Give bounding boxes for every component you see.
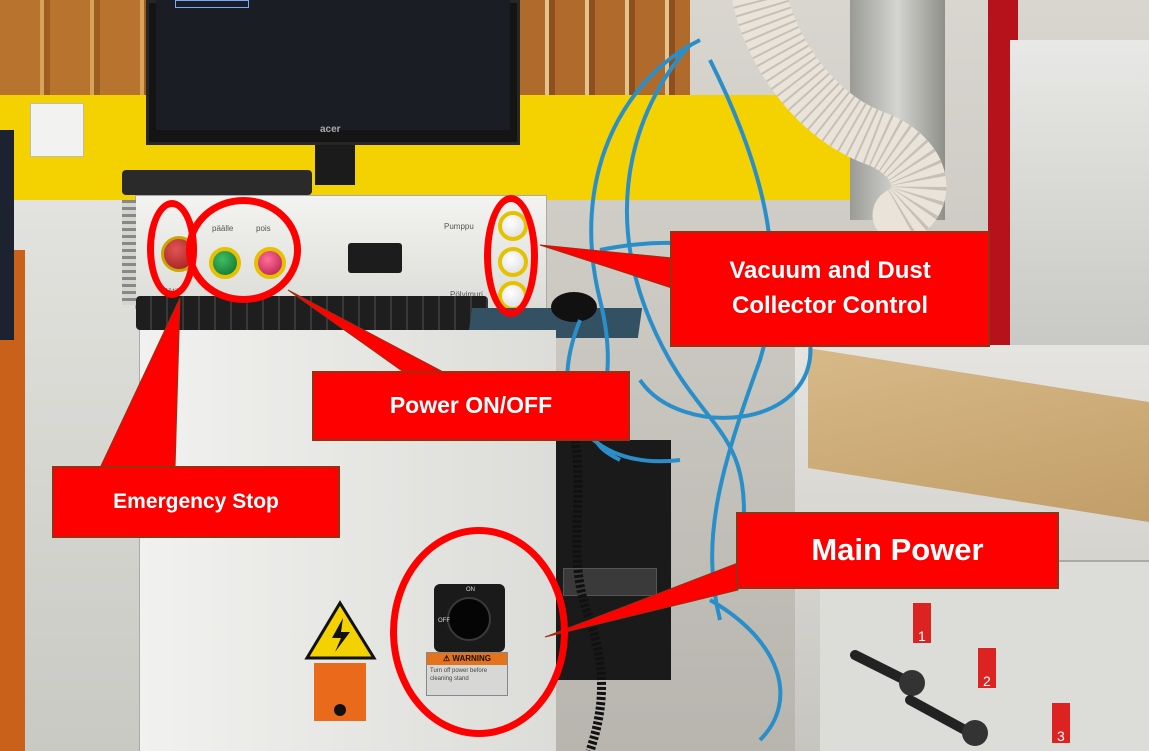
ring-main-power: [390, 527, 568, 737]
machine-number-3: 3: [1057, 728, 1065, 744]
machine-number-2: 2: [983, 673, 991, 689]
callout-vacuum-line2: Collector Control: [732, 292, 928, 319]
mouse: [551, 292, 597, 322]
coiled-cable: [570, 439, 607, 751]
callout-power-on-off: Power ON/OFF: [312, 371, 630, 441]
pc-tower: [550, 440, 671, 680]
machine-tag-2: [978, 648, 996, 688]
pointer-emergency: [99, 297, 181, 469]
machine-tag-1: [913, 603, 931, 643]
lightning-bolt-icon: [332, 618, 350, 652]
console-top-cover: [122, 170, 312, 195]
clamp-knob-2: [962, 720, 988, 746]
machine-number-1: 1: [918, 628, 926, 644]
keyboard: [136, 296, 488, 330]
pointer-vacuum: [539, 244, 673, 289]
callout-emergency-text: Emergency Stop: [113, 489, 279, 513]
light-switch: [30, 103, 84, 157]
pendant-controller: [348, 243, 402, 273]
monitor-brand: acer: [320, 124, 341, 135]
label-polyimuri: Pölyimuri: [450, 290, 483, 299]
cnc-back: [1010, 40, 1149, 360]
callout-emergency-stop: Emergency Stop: [52, 466, 340, 538]
monitor-stand: [315, 145, 355, 185]
label-pumppu: Pumppu: [444, 222, 474, 231]
pointer-main-power: [544, 562, 739, 638]
clamp-lever-1: [850, 650, 910, 685]
callout-main-power-text: Main Power: [811, 532, 984, 568]
wood-sample-rack: [0, 0, 150, 95]
callout-power-text: Power ON/OFF: [389, 392, 553, 419]
ring-power-on-off: [186, 197, 301, 303]
ring-vacuum-controls: [484, 195, 538, 317]
console-side-vent: [122, 200, 136, 305]
machine-tag-3: [1052, 703, 1070, 743]
dark-person-edge: [0, 130, 14, 340]
dust-collector-hose: [732, 0, 947, 243]
clamp-lever-2: [905, 695, 970, 735]
callout-vacuum-line1: Vacuum and Dust: [729, 257, 931, 285]
pointer-power: [287, 289, 446, 374]
callout-main-power: Main Power: [736, 512, 1059, 589]
dust-hose-ribs: [733, 0, 947, 240]
monitor-screen: [156, 0, 510, 130]
callout-vacuum-dust: Vacuum and Dust Collector Control: [670, 231, 990, 347]
monitor-screen-window: [175, 0, 249, 8]
sticker-symbol-icon: [334, 704, 346, 716]
clamp-knob-1: [899, 670, 925, 696]
